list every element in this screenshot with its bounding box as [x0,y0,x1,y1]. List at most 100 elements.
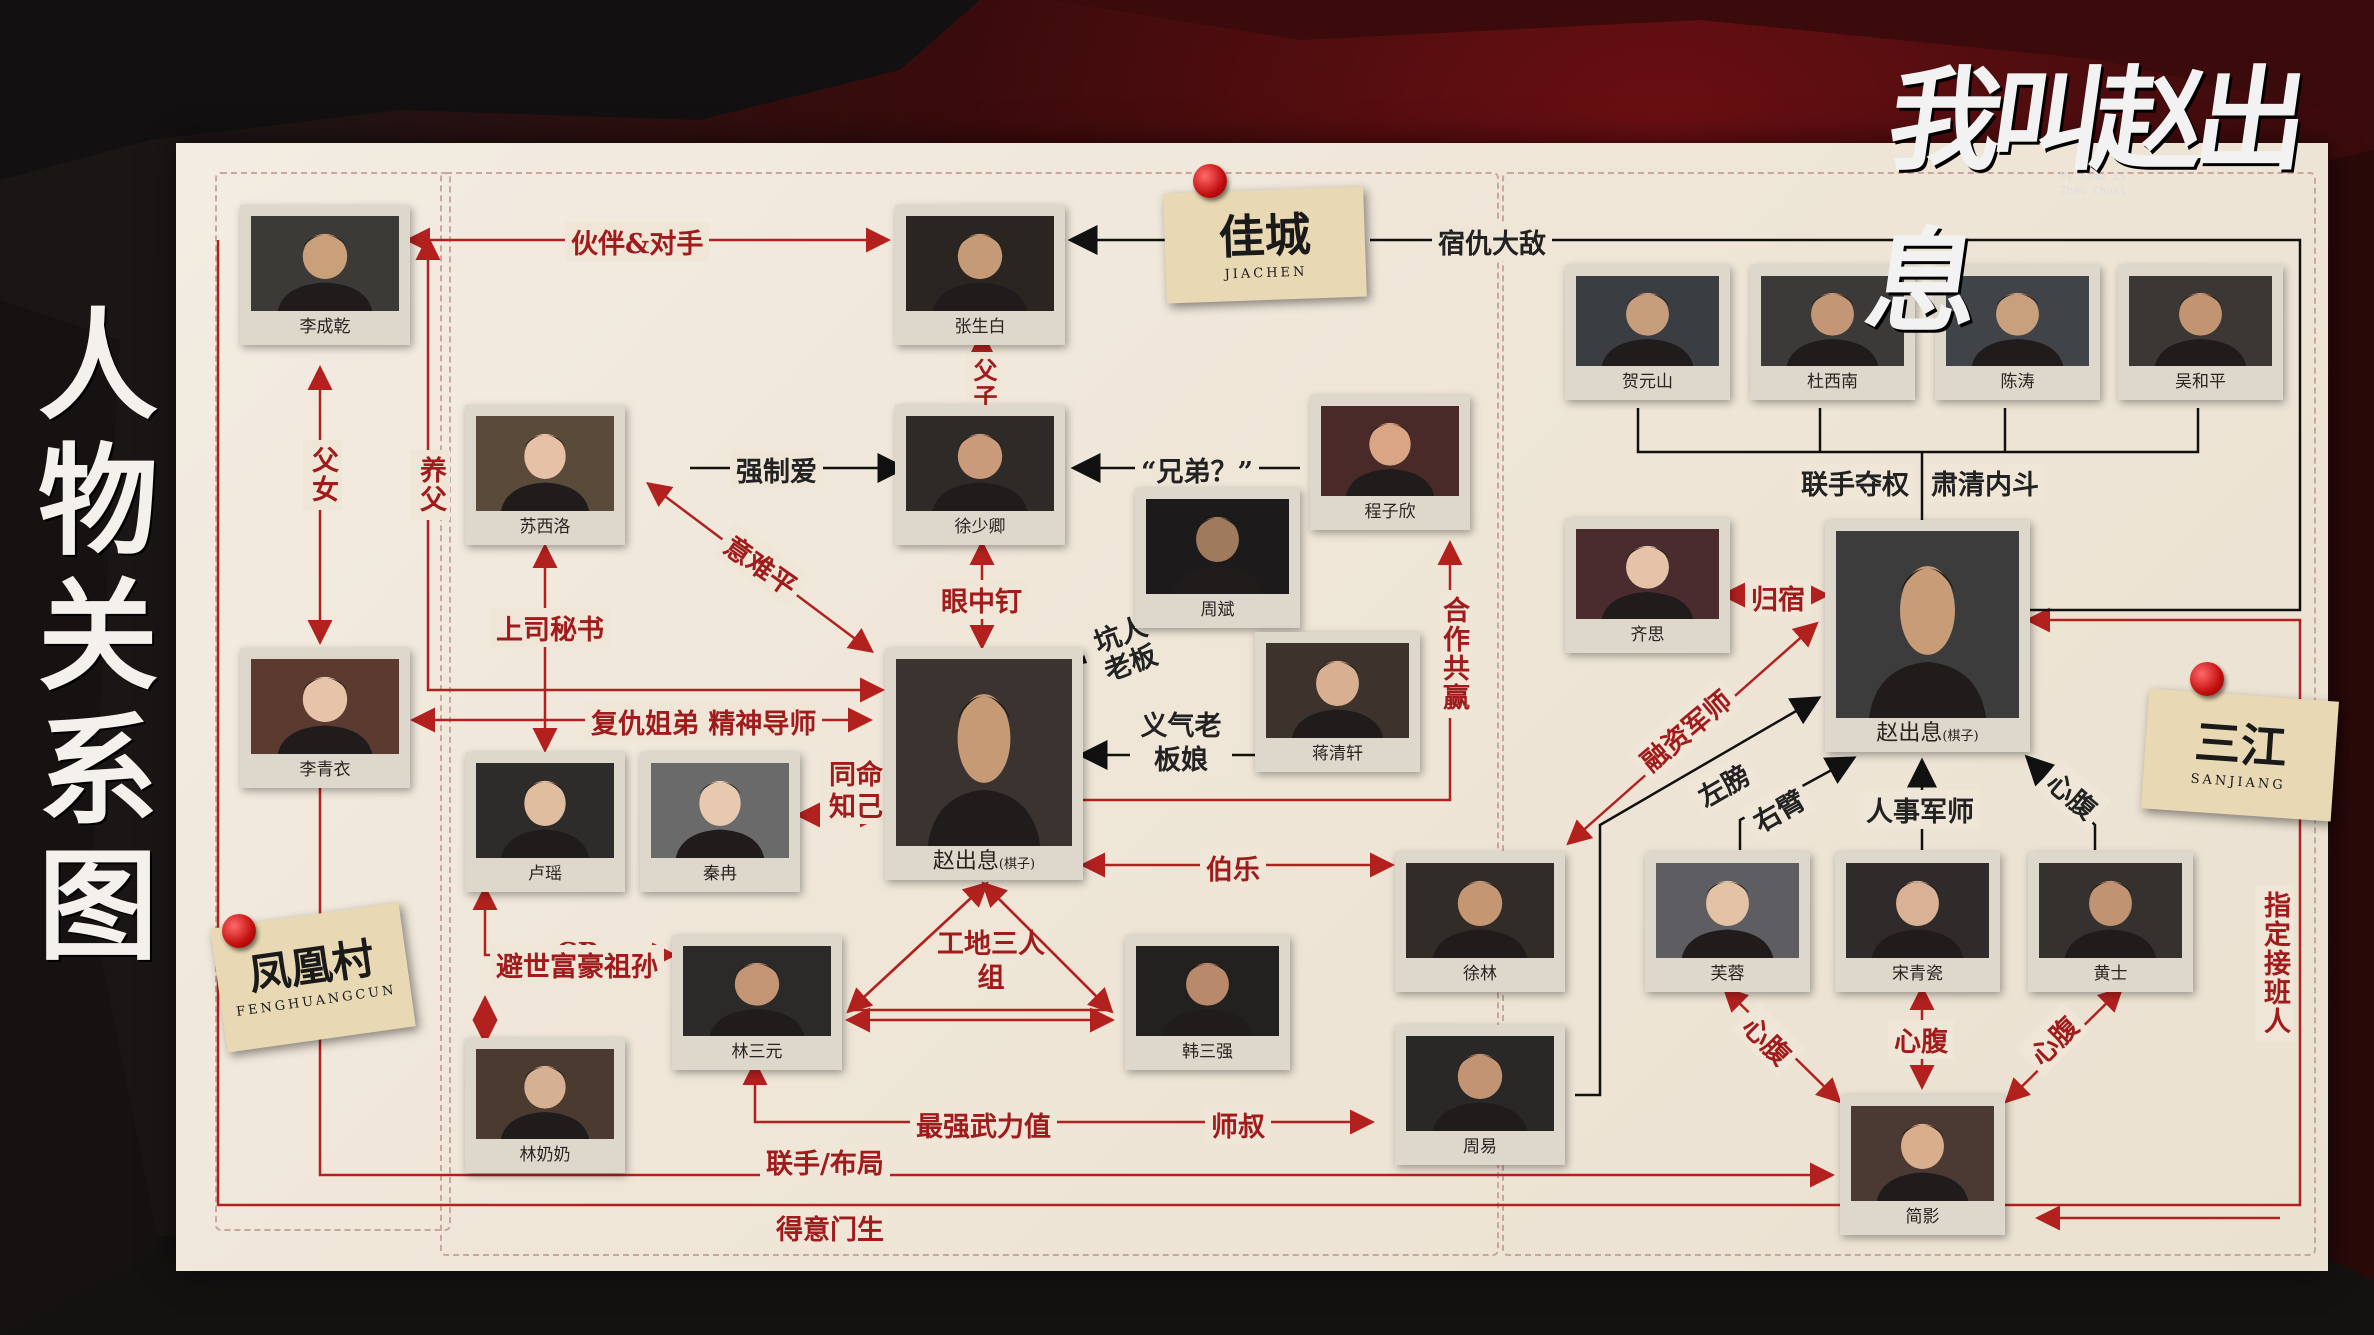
label-revenge-siblings: 复仇姐弟 精神导师 [585,702,823,741]
character-name: 黄士 [2028,960,2193,988]
side-title-char: 物 [38,433,158,572]
show-logo: 我叫赵出息 My name is Zhao Chuxi [1858,30,2350,348]
label-confidant-songqingci: 心腹 [1888,1020,1954,1059]
character-name-text: 蒋清轩 [1312,744,1363,764]
character-card-xulin: 徐林 [1395,852,1565,992]
side-title: 人 物 关 系 图 [28,300,168,975]
character-name-text: 赵出息 [1876,721,1943,746]
character-card-luyao: 卢瑶 [465,752,625,892]
character-name-text: 杜西南 [1807,372,1858,392]
label-loyal-landlady: 义气老板娘 [1130,710,1232,778]
character-card-linsanyuan: 林三元 [672,935,842,1070]
label-uncle-master: 师叔 [1205,1105,1271,1144]
character-card-liqingyi: 李青衣 [240,648,410,788]
side-title-char: 关 [38,568,158,707]
character-portrait [1406,1036,1554,1131]
character-name-text: 徐林 [1463,964,1497,984]
character-name-text: 简影 [1905,1207,1940,1227]
character-name: 芙蓉 [1645,960,1810,988]
character-name: 程子欣 [1310,498,1470,526]
character-name: 赵出息(棋子) [885,848,1083,876]
character-card-qinran: 秦冉 [640,752,800,892]
label-successor: 指定接班人 [2255,885,2294,1042]
label-join-layout: 联手/布局 [760,1142,890,1181]
character-portrait [476,416,614,511]
character-name-text: 齐思 [1630,625,1665,645]
character-name-text: 吴和平 [2175,372,2226,392]
character-card-chengzixin: 程子欣 [1310,395,1470,530]
side-title-char: 人 [38,298,158,437]
character-name-text: 徐少卿 [954,517,1006,537]
character-name: 蒋清轩 [1255,740,1420,768]
character-name: 徐林 [1395,960,1565,988]
label-partner-rival: 伙伴&对手 [565,222,710,261]
character-name: 徐少卿 [895,513,1065,541]
character-name-text: 程子欣 [1364,502,1416,522]
character-card-songqingci: 宋青瓷 [1835,852,2000,992]
character-name: 周斌 [1135,596,1300,624]
character-role-note: (棋子) [998,857,1036,872]
character-name-text: 苏西洛 [519,517,571,537]
character-portrait [1846,863,1989,958]
character-name: 林奶奶 [465,1141,625,1169]
label-forced-love: 强制爱 [730,450,823,489]
logo-subtitle-line: My name is [2060,170,2127,183]
label-purge: 肃清内斗 [1925,463,2045,502]
character-name: 韩三强 [1125,1038,1290,1066]
character-portrait [1576,529,1719,619]
character-portrait [896,659,1072,846]
note-jiacheng: 佳城 JIACHEN [1163,186,1367,304]
character-portrait [1266,643,1409,738]
character-portrait [1836,531,2019,718]
label-strongest: 最强武力值 [910,1105,1057,1144]
character-name: 赵出息(棋子) [1825,720,2030,748]
character-name: 李青衣 [240,756,410,784]
character-name-text: 林奶奶 [519,1145,571,1165]
character-portrait [476,1049,614,1139]
character-portrait [2129,276,2272,366]
label-brother-question: “兄弟？” [1135,450,1260,489]
character-card-wuheping: 吴和平 [2118,265,2283,400]
character-name: 张生白 [895,313,1065,341]
character-card-zhaochuxi: 赵出息(棋子) [885,648,1083,880]
side-title-char: 图 [38,838,158,977]
character-portrait [906,416,1054,511]
pushpin-icon [2190,662,2224,696]
character-name-text: 卢瑶 [528,864,562,884]
character-name: 简影 [1840,1203,2005,1231]
logo-subtitle-line: Zhao Chuxi [2060,184,2127,197]
character-name: 吴和平 [2118,368,2283,396]
character-portrait [906,216,1054,311]
pushpin-icon [222,914,256,948]
character-portrait [251,216,399,311]
character-card-suxiluo: 苏西洛 [465,405,625,545]
character-name: 杜西南 [1750,368,1915,396]
character-name-text: 张生白 [954,317,1006,337]
character-card-xushaoqing: 徐少卿 [895,405,1065,545]
character-card-qisi: 齐思 [1565,518,1730,653]
logo-subtitle: My name is Zhao Chuxi [2060,170,2126,198]
label-nemesis: 宿仇大敌 [1432,222,1552,261]
character-name: 贺元山 [1565,368,1730,396]
character-portrait [1656,863,1799,958]
character-name-text: 芙蓉 [1710,964,1745,984]
character-portrait [251,659,399,754]
label-boss-secretary: 上司秘书 [490,608,610,647]
label-hr-advisor: 人事军师 [1860,790,1980,829]
character-card-linnainai: 林奶奶 [465,1038,625,1173]
character-name: 周易 [1395,1133,1565,1161]
note-jiacheng-name: 佳城 [1217,207,1312,265]
character-portrait [1136,946,1279,1036]
character-name-text: 宋青瓷 [1892,964,1943,984]
character-name: 秦冉 [640,860,800,888]
label-bole: 伯乐 [1200,848,1266,887]
character-name-text: 周斌 [1200,600,1235,620]
character-card-jiangqingxuan: 蒋清轩 [1255,632,1420,772]
character-card-heyuanshan: 贺元山 [1565,265,1730,400]
character-card-zhoubin: 周斌 [1135,488,1300,628]
label-thorn: 眼中钉 [935,580,1028,619]
character-name-text: 李青衣 [299,760,351,780]
label-site-trio: 工地三人组 [937,929,1045,994]
character-name: 陈涛 [1935,368,2100,396]
character-name-text: 林三元 [731,1042,783,1062]
